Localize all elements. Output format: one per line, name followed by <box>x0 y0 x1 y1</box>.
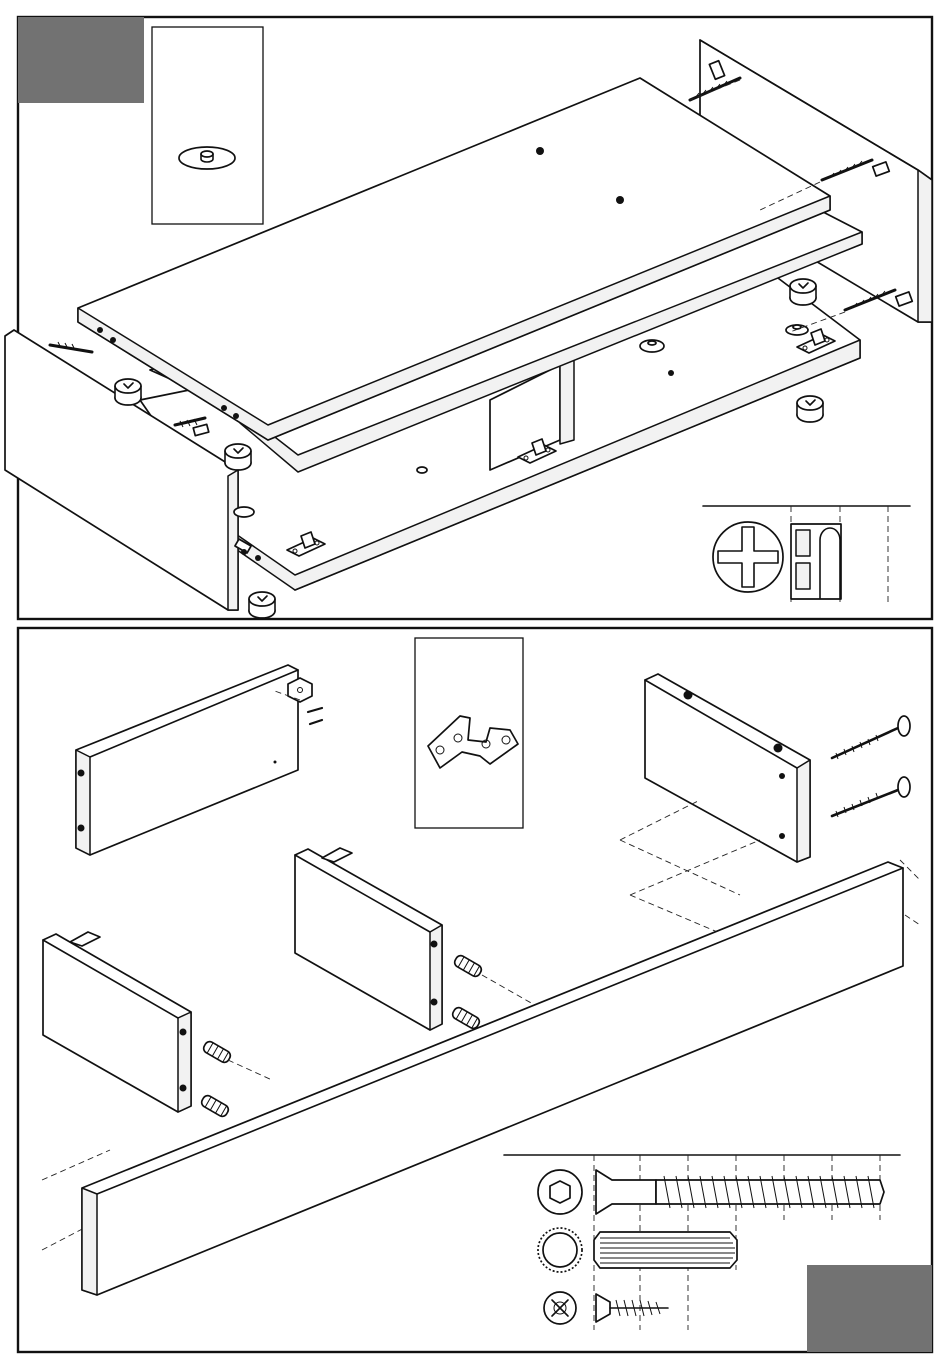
angle-bracket <box>288 678 312 702</box>
back-board <box>82 862 903 1295</box>
cam-lock <box>249 592 275 618</box>
angle-bracket-icon <box>428 716 518 768</box>
dowel <box>451 1006 481 1030</box>
part-inset-bottom <box>415 638 523 828</box>
dowel <box>200 1094 230 1118</box>
phillips-screwdriver-icon <box>713 522 783 592</box>
step-panel-top <box>5 17 932 619</box>
support-board-center <box>295 848 540 1030</box>
wooden-dowel-icon <box>538 1228 737 1272</box>
dowel <box>202 1040 232 1064</box>
tool-legend-top <box>703 506 910 605</box>
confirmat-screw <box>832 716 910 759</box>
confirmat-screw <box>832 777 910 817</box>
cam-lock <box>790 279 816 305</box>
support-board-top-left <box>76 665 322 855</box>
dowel <box>453 954 483 978</box>
step-badge-bottom <box>807 1265 932 1352</box>
wood-screw-icon <box>544 1292 668 1324</box>
cam-lock <box>797 396 823 422</box>
cam-lock <box>225 444 251 470</box>
part-inset-top <box>152 27 263 224</box>
cam-bolt-profile-icon <box>791 524 841 599</box>
cam-lock-disc-icon <box>179 147 235 169</box>
cam-lock <box>115 379 141 405</box>
step-panel-bottom <box>18 628 932 1352</box>
step-badge-top <box>18 17 144 103</box>
